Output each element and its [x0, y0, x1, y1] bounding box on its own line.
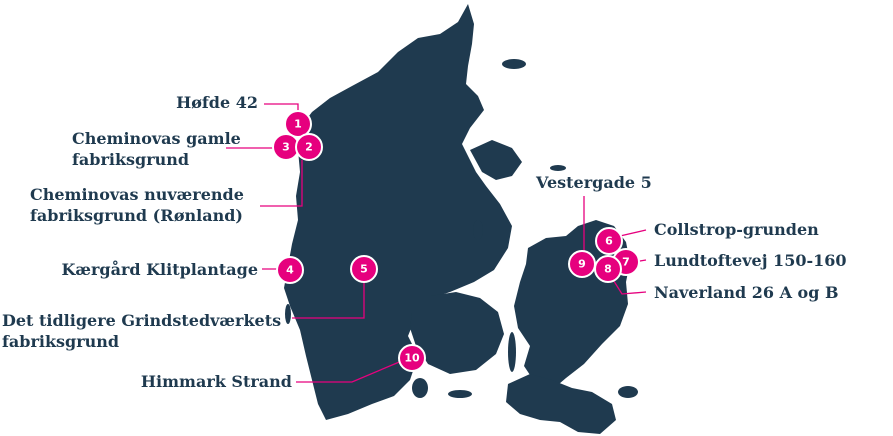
- marker-8[interactable]: 8: [594, 255, 622, 283]
- label-lundtoftevej: Lundtoftevej 150-160: [654, 251, 847, 270]
- lolland-landmass: [506, 374, 616, 434]
- label-vestergade: Vestergade 5: [536, 173, 652, 192]
- langeland-island: [508, 332, 516, 372]
- marker-9-number: 9: [578, 258, 586, 271]
- marker-3[interactable]: 3: [272, 133, 300, 161]
- marker-10[interactable]: 10: [398, 344, 426, 372]
- laeso-island: [502, 59, 526, 69]
- label-collstrop: Collstrop-grunden: [654, 220, 819, 239]
- marker-5[interactable]: 5: [350, 255, 378, 283]
- label-naverland: Naverland 26 A og B: [654, 283, 839, 302]
- marker-2[interactable]: 2: [295, 133, 323, 161]
- marker-6-number: 6: [605, 235, 613, 248]
- marker-1-number: 1: [294, 118, 302, 131]
- leader-line-6: [619, 229, 647, 237]
- aero-island: [448, 390, 472, 398]
- label-kaergaard: Kærgård Klitplantage: [61, 260, 258, 279]
- djursland-landmass: [470, 140, 522, 180]
- leader-line-10: [296, 359, 405, 383]
- anholt-island: [550, 165, 566, 171]
- marker-4[interactable]: 4: [276, 256, 304, 284]
- label-cheminova-old: Cheminovas gamle fabriksgrund: [72, 129, 241, 169]
- marker-5-number: 5: [360, 263, 368, 276]
- fano-island: [285, 304, 291, 324]
- label-cheminova-new: Cheminovas nuværende fabriksgrund (Rønla…: [30, 185, 244, 225]
- marker-9[interactable]: 9: [568, 250, 596, 278]
- leader-line-8: [611, 277, 647, 295]
- marker-4-number: 4: [286, 264, 294, 277]
- marker-3-number: 3: [282, 141, 290, 154]
- jutland-landmass: [284, 4, 512, 420]
- marker-1[interactable]: 1: [284, 110, 312, 138]
- mon-island: [618, 386, 638, 398]
- marker-7-number: 7: [622, 256, 630, 269]
- marker-10-number: 10: [404, 352, 420, 365]
- leader-line-5: [292, 282, 365, 319]
- label-hofde-42: Høfde 42: [176, 93, 258, 112]
- samso-island: [473, 220, 483, 240]
- funen-landmass: [410, 292, 504, 374]
- leader-line-2: [260, 160, 303, 207]
- marker-2-number: 2: [305, 141, 313, 154]
- marker-6[interactable]: 6: [595, 227, 623, 255]
- als-island: [412, 378, 428, 398]
- label-himmark: Himmark Strand: [140, 372, 292, 391]
- label-grindsted: Det tidligere Grindstedværkets fabriksgr…: [2, 311, 282, 351]
- marker-8-number: 8: [604, 263, 612, 276]
